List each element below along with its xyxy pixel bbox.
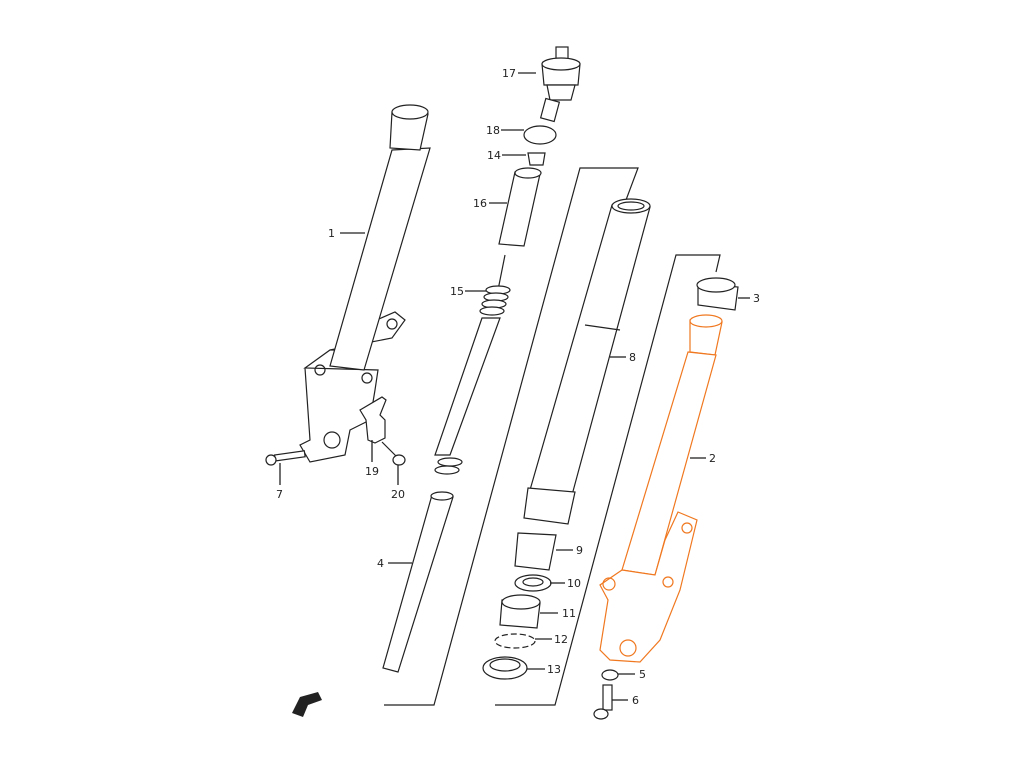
- label-5: 5: [639, 668, 646, 681]
- part-2-outer-tube-right-highlighted[interactable]: [599, 314, 723, 663]
- label-16: 16: [473, 197, 487, 210]
- part-14-spacer-nut[interactable]: [527, 152, 546, 166]
- group-bracket-outer-tube: [495, 254, 721, 706]
- label-19: 19: [365, 465, 379, 478]
- label-20: 20: [391, 488, 405, 501]
- label-9: 9: [576, 544, 583, 557]
- forward-direction-icon: [292, 692, 322, 717]
- label-18: 18: [486, 124, 500, 137]
- label-1: 1: [328, 227, 335, 240]
- label-3: 3: [753, 292, 760, 305]
- part-13-dust-seal[interactable]: [482, 656, 528, 680]
- part-4-damper-rod[interactable]: [382, 317, 501, 673]
- part-18-o-ring[interactable]: [523, 125, 557, 145]
- part-1-outer-tube-left[interactable]: [299, 104, 431, 463]
- part-10-washer[interactable]: [514, 574, 552, 592]
- label-17: 17: [502, 67, 516, 80]
- group-bracket-inner-tube: [384, 167, 639, 706]
- part-8-inner-tube[interactable]: [523, 198, 651, 525]
- part-3-guide-bushing[interactable]: [696, 277, 739, 311]
- label-7: 7: [276, 488, 283, 501]
- label-14: 14: [487, 149, 501, 162]
- part-9-slide-bushing[interactable]: [514, 532, 557, 571]
- label-11: 11: [562, 607, 576, 620]
- part-11-oil-seal[interactable]: [499, 594, 541, 629]
- label-10: 10: [567, 577, 581, 590]
- part-12-stopper-ring[interactable]: [494, 633, 536, 649]
- label-8: 8: [629, 351, 636, 364]
- label-15: 15: [450, 285, 464, 298]
- label-13: 13: [547, 663, 561, 676]
- part-16-spacer[interactable]: [498, 167, 542, 247]
- part-20-bolt[interactable]: [381, 441, 406, 466]
- part-19-hose-bracket[interactable]: [359, 396, 387, 444]
- part-15-rebound-spring[interactable]: [479, 254, 511, 316]
- label-6: 6: [632, 694, 639, 707]
- part-7-bolt[interactable]: [265, 450, 306, 466]
- callouts: 1 2 3 4 5 6 7 8 9 10 11 12 13 14 15 16 1…: [276, 67, 760, 707]
- part-6-drain-bolt[interactable]: [593, 684, 613, 720]
- label-2: 2: [709, 452, 716, 465]
- label-12: 12: [554, 633, 568, 646]
- label-4: 4: [377, 557, 384, 570]
- part-17-cap-bolt[interactable]: [539, 46, 581, 123]
- part-5-washer[interactable]: [601, 669, 619, 681]
